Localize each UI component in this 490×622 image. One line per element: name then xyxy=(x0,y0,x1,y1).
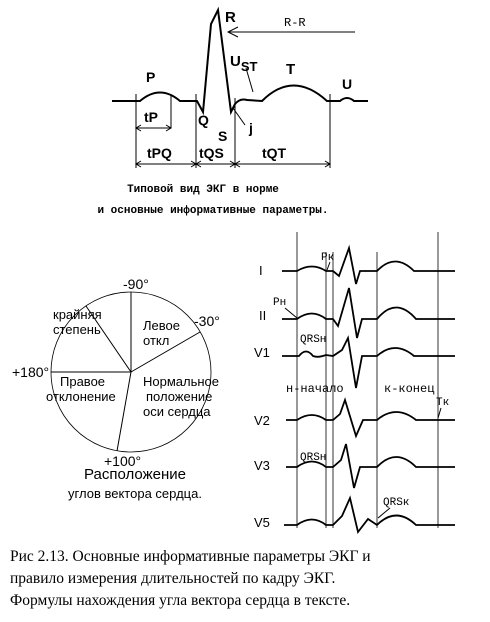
figure-caption-line3: Формулы нахождения угла вектора сердца в… xyxy=(10,592,350,609)
top-caption-line1: Типовой вид ЭКГ в норме xyxy=(127,184,279,196)
lead-label-6: V5 xyxy=(254,515,270,530)
angle-label-plus180: +180° xyxy=(12,364,49,380)
marker-label-rn: Pн xyxy=(273,297,286,309)
wave-label-s: S xyxy=(218,128,227,144)
lead-trace-5 xyxy=(286,443,455,489)
sector-left-line2: откл xyxy=(143,333,169,348)
marker-label-qrsn-1: QRSн xyxy=(300,334,326,346)
end-label: к-конец xyxy=(384,382,434,396)
angle-label-minus90: -90° xyxy=(123,276,149,292)
st-pointer xyxy=(245,67,254,93)
wave-label-u: U xyxy=(342,76,352,92)
wave-label-t: T xyxy=(286,61,295,78)
lead-trace-4 xyxy=(286,397,455,439)
sector-right-line2: отклонение xyxy=(46,389,116,404)
angle-label-plus100: +100° xyxy=(104,453,141,469)
interval-label-tp: tP xyxy=(144,109,158,125)
marker-label-tk: Tк xyxy=(436,397,449,409)
axis-line-minus30 xyxy=(130,331,201,373)
interval-label-tpq: tPQ xyxy=(147,145,172,161)
lead-label-5: V3 xyxy=(254,458,270,473)
top-caption-line2: и основные информативные параметры. xyxy=(97,204,328,217)
marker-label-qrsn-2: QRSн xyxy=(300,452,326,464)
interval-label-tqt: tQT xyxy=(262,145,287,161)
axis-caption-line2: углов вектора сердца. xyxy=(68,486,202,501)
figure-caption: Рис 2.13. Основные информативные парамет… xyxy=(10,548,371,609)
ecg-waveform xyxy=(112,6,368,116)
wave-label-j: j xyxy=(248,120,253,136)
lead-label-1: I xyxy=(259,263,263,278)
lead-label-4: V2 xyxy=(254,413,270,428)
lead-trace-3 xyxy=(282,335,455,389)
lead-label-3: V1 xyxy=(254,345,270,360)
lead-trace-1 xyxy=(282,244,455,285)
sector-normal-line2: положение xyxy=(146,389,212,404)
rr-label: R-R xyxy=(284,16,306,30)
j-point-pointer xyxy=(232,107,246,126)
wave-label-r: R xyxy=(225,9,236,26)
axis-caption-line1: Расположение xyxy=(84,466,186,483)
rr-arrow-head xyxy=(226,26,239,38)
lead-trace-2 xyxy=(282,287,455,339)
heart-axis-diagram: -90° -30° +180° +100° крайняя степень Ле… xyxy=(12,276,220,501)
marker-label-qrsk: QRSк xyxy=(383,497,409,509)
axis-line-plus100 xyxy=(116,371,132,452)
wave-label-q: Q xyxy=(198,112,209,128)
typical-ecg-diagram: R-R P R Q S j T U UST tP tPQ tQS tQT Тип… xyxy=(97,6,368,217)
wave-label-p: P xyxy=(146,69,155,85)
wave-label-ust: UST xyxy=(230,53,258,74)
sector-left-line1: Левое xyxy=(143,318,180,333)
figure-caption-line2: правило измерения длительностей по кадру… xyxy=(10,570,335,587)
marker-label-rk: Pк xyxy=(321,252,334,264)
sector-extreme-line2: степень xyxy=(53,322,101,337)
sector-normal-line1: Нормальное xyxy=(143,374,219,389)
sector-extreme-line1: крайняя xyxy=(53,307,102,322)
axis-line-extreme xyxy=(85,305,132,373)
ecg-leads-diagram: I II V1 V2 V3 V5 Pк Pн QRSн QRSн QRSк Tк… xyxy=(254,232,455,535)
sector-normal-line3: оси сердца xyxy=(143,404,211,419)
figure-caption-line1: Рис 2.13. Основные информативные парамет… xyxy=(10,548,371,565)
angle-label-minus30: -30° xyxy=(194,313,220,329)
start-label: н-начало xyxy=(286,382,344,396)
sector-right-line1: Правое xyxy=(60,374,105,389)
lead-trace-6 xyxy=(284,495,455,535)
interval-label-tqs: tQS xyxy=(199,145,224,161)
lead-label-2: II xyxy=(259,308,266,323)
